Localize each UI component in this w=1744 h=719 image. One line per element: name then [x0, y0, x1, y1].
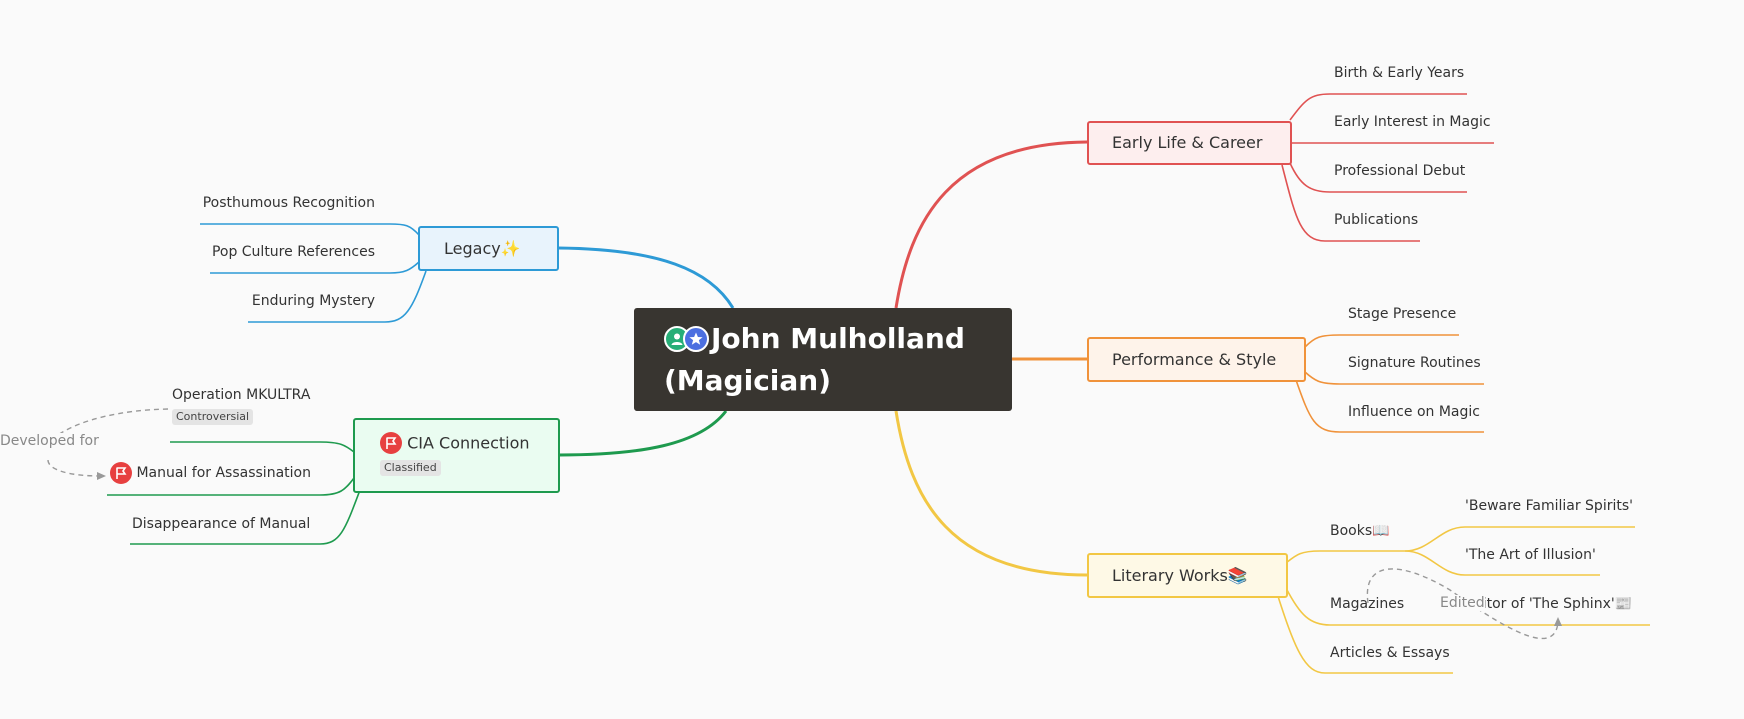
leaf-articles-essays[interactable]: Articles & Essays: [1330, 645, 1450, 661]
root-title-line2: (Magician): [664, 364, 832, 397]
link-cia: [558, 410, 728, 457]
link-literary: [894, 410, 1088, 577]
leaf-pop-culture-references[interactable]: Pop Culture References: [211, 244, 375, 260]
relationship-arrowhead: [97, 472, 106, 480]
topic-cia-label: CIA Connection: [407, 433, 530, 453]
relationship-developed-for-line: [47, 408, 169, 477]
link-early-life: [894, 140, 1088, 309]
mkultra-label: Operation MKULTRA: [172, 387, 311, 403]
manual-label: Manual for Assassination: [136, 465, 311, 481]
leaf-operation-mkultra[interactable]: Operation MKULTRA Controversial: [172, 387, 310, 425]
link-legacy: [557, 246, 735, 309]
topic-legacy[interactable]: Legacy✨: [418, 226, 559, 271]
topic-early-life-label: Early Life & Career: [1112, 133, 1263, 152]
leaf-professional-debut[interactable]: Professional Debut: [1334, 163, 1466, 179]
root-title-line1: John Mulholland: [711, 322, 965, 355]
leaf-early-interest-magic[interactable]: Early Interest in Magic: [1334, 114, 1491, 130]
topic-literary-label: Literary Works📚: [1112, 566, 1248, 585]
leaf-stage-presence[interactable]: Stage Presence: [1348, 306, 1457, 322]
leaf-publications[interactable]: Publications: [1334, 212, 1419, 228]
star-icon: [683, 326, 709, 352]
leaf-disappearance-of-manual[interactable]: Disappearance of Manual: [132, 516, 311, 532]
leaf-signature-routines[interactable]: Signature Routines: [1348, 355, 1481, 371]
leaf-magazines[interactable]: Magazines: [1330, 596, 1405, 612]
root-topic[interactable]: John Mulholland (Magician): [634, 308, 1012, 411]
leaf-enduring-mystery[interactable]: Enduring Mystery: [251, 293, 375, 309]
topic-cia-connection[interactable]: CIA Connection Classified: [353, 418, 560, 493]
classified-tag: Classified: [380, 460, 441, 476]
topic-performance-label: Performance & Style: [1112, 350, 1277, 369]
leaf-manual-for-assassination[interactable]: Manual for Assassination: [110, 462, 311, 484]
topic-literary-works[interactable]: Literary Works📚: [1087, 553, 1288, 598]
leaf-birth-early-years[interactable]: Birth & Early Years: [1334, 65, 1465, 81]
topic-early-life[interactable]: Early Life & Career: [1087, 121, 1292, 165]
leaf-books[interactable]: Books📖: [1330, 523, 1390, 539]
flag-icon: [110, 462, 132, 484]
leaf-art-of-illusion[interactable]: 'The Art of Illusion': [1465, 547, 1596, 563]
relationship-developed-for-label[interactable]: Developed for: [0, 433, 99, 449]
leaf-posthumous-recognition[interactable]: Posthumous Recognition: [202, 195, 375, 211]
relationship-edited-line: [1366, 568, 1559, 640]
leaf-beware-familiar-spirits[interactable]: 'Beware Familiar Spirits': [1465, 498, 1633, 514]
topic-legacy-label: Legacy✨: [444, 239, 521, 258]
leaf-editor-sphinx[interactable]: Editor of 'The Sphinx'📰: [1465, 596, 1633, 612]
relationship-edited-label[interactable]: Edited: [1440, 595, 1485, 611]
leaf-influence-on-magic[interactable]: Influence on Magic: [1348, 404, 1480, 420]
flag-icon: [380, 432, 402, 454]
topic-performance-style[interactable]: Performance & Style: [1087, 337, 1306, 382]
controversial-tag: Controversial: [172, 409, 254, 425]
